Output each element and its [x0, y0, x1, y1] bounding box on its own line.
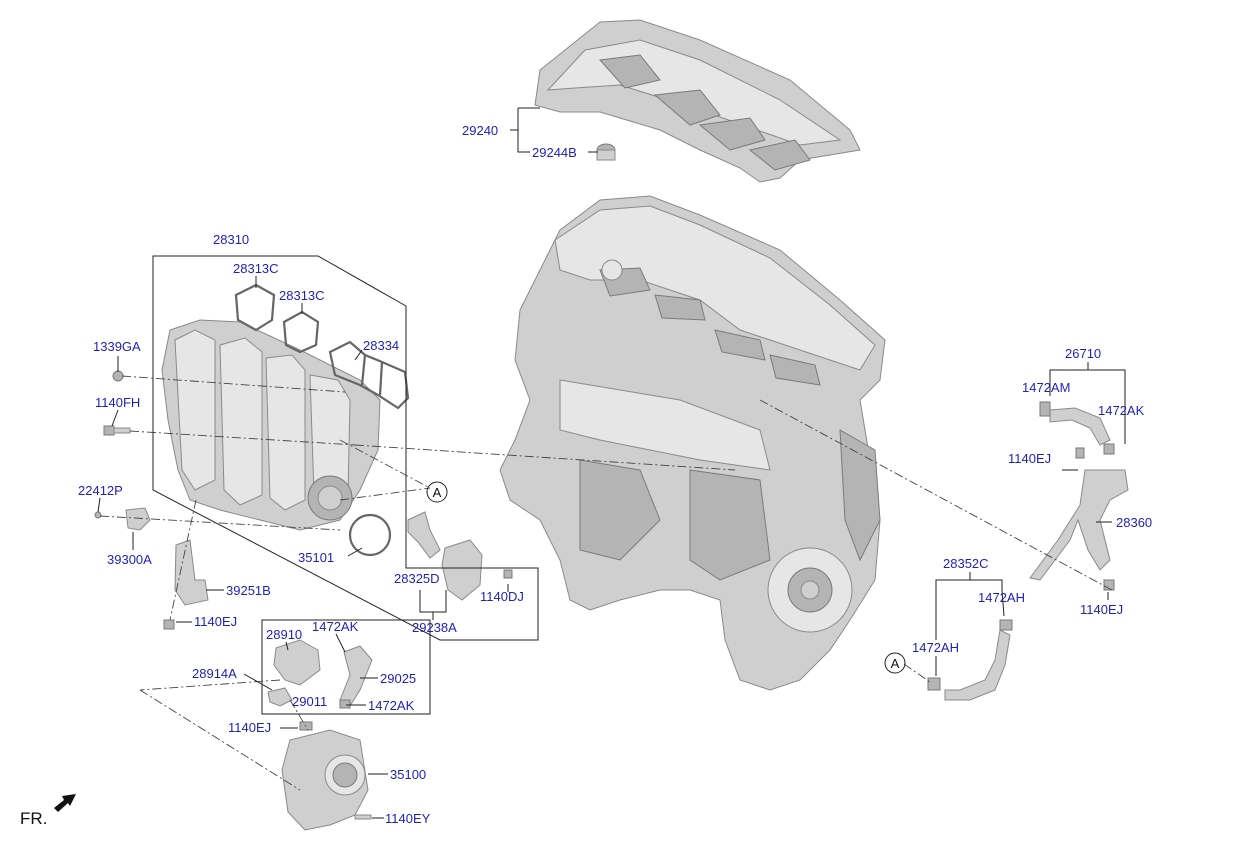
leader-lines — [97, 107, 1126, 819]
part-label-39251b[interactable]: 39251B — [226, 583, 271, 598]
part-label-1472ah-b[interactable]: 1472AH — [912, 640, 959, 655]
part-label-1472ak-b[interactable]: 1472AK — [368, 698, 415, 713]
part-label-1140ej-b[interactable]: 1140EJ — [228, 720, 271, 735]
part-label-1472ah-a[interactable]: 1472AH — [978, 590, 1025, 605]
reference-circle-a-hose: A — [884, 652, 906, 674]
front-arrow-icon — [54, 794, 76, 812]
part-label-28360[interactable]: 28360 — [1116, 515, 1152, 530]
part-label-28334[interactable]: 28334 — [363, 338, 399, 353]
part-label-1472am[interactable]: 1472AM — [1022, 380, 1070, 395]
manifold-group-box — [152, 255, 539, 641]
part-label-1472ak-a[interactable]: 1472AK — [312, 619, 359, 634]
engine-block — [499, 195, 886, 691]
part-labels: 29240 29244B 28310 28313C 28313C 28334 1… — [78, 123, 1152, 826]
part-label-28352c[interactable]: 28352C — [943, 556, 989, 571]
pcv-group-box — [261, 619, 431, 715]
part-label-28310[interactable]: 28310 — [213, 232, 249, 247]
coolant-pipe-assembly — [1029, 401, 1129, 591]
part-label-28325d[interactable]: 28325D — [394, 571, 440, 586]
part-label-28910[interactable]: 28910 — [266, 627, 302, 642]
part-label-1339ga[interactable]: 1339GA — [93, 339, 141, 354]
part-label-1140dj[interactable]: 1140DJ — [480, 589, 524, 604]
dash-lines — [99, 375, 1113, 791]
part-label-28313c-b[interactable]: 28313C — [279, 288, 325, 303]
throttle-gasket — [348, 513, 392, 557]
part-label-1140ey[interactable]: 1140EY — [385, 811, 431, 826]
intake-manifold — [161, 319, 381, 531]
coolant-hose — [927, 619, 1013, 701]
part-label-22412p[interactable]: 22412P — [78, 483, 123, 498]
part-label-28313c-a[interactable]: 28313C — [233, 261, 279, 276]
part-label-35100[interactable]: 35100 — [390, 767, 426, 782]
reference-letter: A — [891, 656, 900, 671]
part-label-1140ej-c[interactable]: 1140EJ — [1008, 451, 1051, 466]
reference-letter: A — [433, 485, 442, 500]
part-label-1140ej-d[interactable]: 1140EJ — [1080, 602, 1123, 617]
part-label-28914a[interactable]: 28914A — [192, 666, 237, 681]
part-label-1472ak-c[interactable]: 1472AK — [1098, 403, 1145, 418]
part-label-29011[interactable]: 29011 — [292, 694, 327, 709]
reference-circle-a-manifold: A — [426, 481, 448, 503]
part-label-29025[interactable]: 29025 — [380, 671, 416, 686]
part-label-29238a[interactable]: 29238A — [412, 620, 457, 635]
part-label-35101[interactable]: 35101 — [298, 550, 334, 565]
oil-cap-plug — [596, 143, 616, 161]
part-label-29240[interactable]: 29240 — [462, 123, 498, 138]
front-label: FR. — [20, 809, 47, 828]
part-label-1140fh[interactable]: 1140FH — [95, 395, 140, 410]
pcv-hose-group — [267, 639, 373, 709]
front-orientation-indicator: FR. — [20, 794, 76, 828]
engine-cover — [534, 19, 861, 183]
part-label-26710[interactable]: 26710 — [1065, 346, 1101, 361]
part-label-29244b[interactable]: 29244B — [532, 145, 577, 160]
throttle-body — [281, 721, 372, 831]
part-label-1140ej-a[interactable]: 1140EJ — [194, 614, 237, 629]
part-label-39300a[interactable]: 39300A — [107, 552, 152, 567]
small-parts — [94, 370, 513, 630]
